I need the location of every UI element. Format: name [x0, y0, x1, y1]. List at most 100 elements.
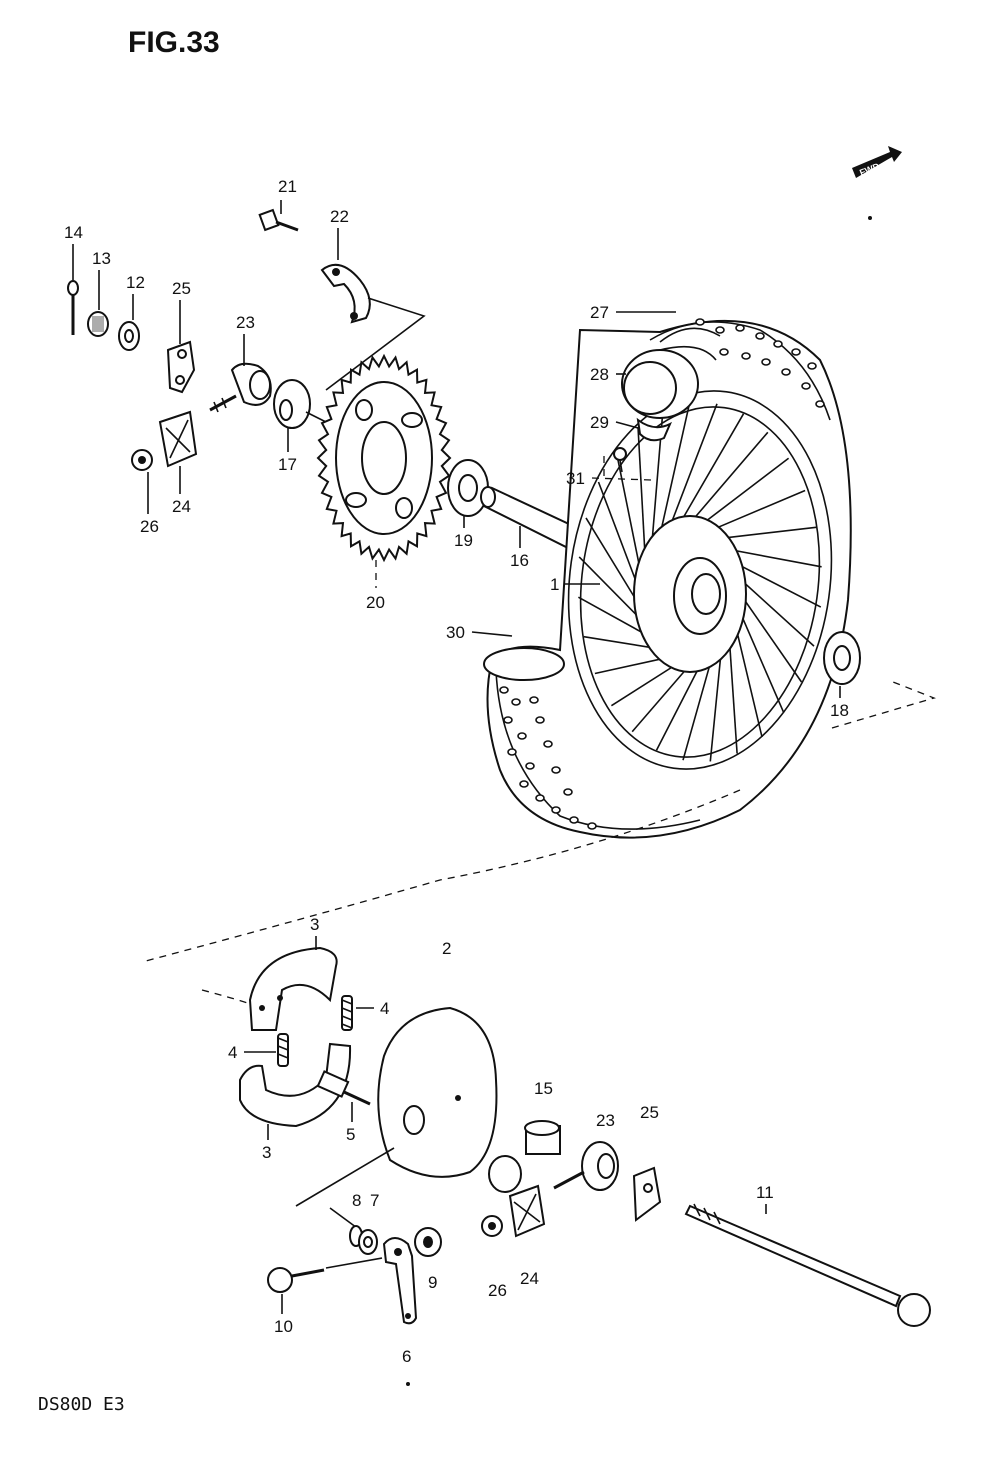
castle-nut-13 [87, 311, 109, 337]
washer-7 [358, 1229, 378, 1255]
callout-11: 11 [756, 1183, 774, 1202]
tread-block [719, 348, 729, 356]
callout-28: 28 [590, 365, 609, 384]
callout-12: 12 [126, 273, 145, 292]
bolt-14 [67, 280, 79, 335]
brake-shoe-3-bottom [239, 1042, 352, 1128]
callout-20: 20 [366, 593, 385, 612]
spoke [736, 605, 785, 714]
tire-27 [659, 327, 721, 343]
spoke [682, 653, 714, 761]
tread-block [529, 696, 539, 704]
callout-22: 22 [330, 207, 349, 226]
brake-shoe-3-top [248, 946, 338, 1031]
adjuster-plate-25-bottom [632, 1166, 662, 1222]
tread-block [781, 368, 791, 376]
callout-5: 5 [346, 1125, 355, 1144]
callout-15: 15 [534, 1079, 553, 1098]
tread-block [507, 748, 517, 756]
spacer-17 [273, 379, 311, 429]
chain-adjuster-23-top [209, 362, 272, 413]
tire-30 [483, 647, 565, 681]
callout-4-right: 4 [380, 999, 389, 1018]
lock-washer-22 [320, 263, 371, 324]
callout-14: 14 [64, 223, 83, 242]
callout-24-top: 24 [172, 497, 191, 516]
brake-panel-2 [377, 1006, 522, 1193]
tread-block [761, 358, 771, 366]
tread-block [551, 766, 561, 774]
callout-23-top: 23 [236, 313, 255, 332]
tread-block [755, 332, 765, 340]
tread-block [801, 382, 811, 390]
callout-17: 17 [278, 455, 297, 474]
spoke [666, 403, 718, 535]
nut-9 [414, 1227, 442, 1257]
tread-block [715, 326, 725, 334]
rear-wheel-assembly [486, 318, 852, 839]
spoke [709, 644, 723, 762]
adjuster-block-24-top [158, 410, 198, 468]
callout-21: 21 [278, 177, 297, 196]
figure-title: FIG.33 [128, 26, 220, 59]
callout-25-bottom: 25 [640, 1103, 659, 1122]
callout-8: 8 [352, 1191, 361, 1210]
callout-3-bottom: 3 [262, 1143, 271, 1162]
callout-labels: 21 22 14 13 12 25 23 17 24 26 20 19 16 2… [64, 177, 849, 1366]
callout-25-top: 25 [172, 279, 191, 298]
tread-block [525, 762, 535, 770]
tread-block [569, 816, 579, 824]
bearing-18 [823, 631, 861, 685]
callout-1: 1 [550, 575, 559, 594]
spoke [637, 426, 647, 568]
callout-30: 30 [446, 623, 465, 642]
spoke [728, 633, 738, 754]
callout-4-left: 4 [228, 1043, 237, 1062]
tread-block [551, 806, 561, 814]
model-code: DS80D E3 [38, 1394, 125, 1415]
spoke [717, 526, 817, 540]
brake-cam-5 [316, 1070, 371, 1106]
tread-block [517, 732, 527, 740]
callout-31: 31 [566, 469, 585, 488]
spring-4-right [341, 995, 353, 1031]
spring-4-left [277, 1033, 289, 1067]
spoke [655, 659, 704, 751]
bolt-21 [258, 208, 299, 232]
sprocket-20 [316, 353, 452, 563]
washer-12 [118, 321, 140, 351]
callout-7: 7 [370, 1191, 379, 1210]
tread-block [535, 794, 545, 802]
tread-block [535, 716, 545, 724]
callout-16: 16 [510, 551, 529, 570]
tread-block [815, 400, 825, 408]
callout-26-bottom: 26 [488, 1281, 507, 1300]
tread-block [791, 348, 801, 356]
rim-band-29 [636, 417, 672, 442]
tread-block [807, 362, 817, 370]
callout-18: 18 [830, 701, 849, 720]
tread-block [543, 740, 553, 748]
brake-lever-6 [382, 1237, 418, 1325]
callout-10: 10 [274, 1317, 293, 1336]
callout-24-bottom: 24 [520, 1269, 539, 1288]
spoke [697, 457, 790, 528]
callout-19: 19 [454, 531, 473, 550]
spoke [686, 431, 769, 527]
spoke [657, 402, 691, 544]
spoke [631, 661, 694, 733]
bolt-10 [267, 1267, 325, 1293]
tread-block [499, 686, 509, 694]
spoke [733, 620, 763, 738]
adjuster-plate-25-top [166, 340, 196, 394]
callout-6: 6 [402, 1347, 411, 1366]
callout-26-top: 26 [140, 517, 159, 536]
spoke [676, 413, 745, 530]
spoke [731, 560, 822, 608]
adjuster-block-24-bottom [508, 1184, 546, 1238]
tread-block [735, 324, 745, 332]
bushing-15 [524, 1120, 561, 1155]
spoke [708, 489, 806, 533]
callout-27: 27 [590, 303, 609, 322]
